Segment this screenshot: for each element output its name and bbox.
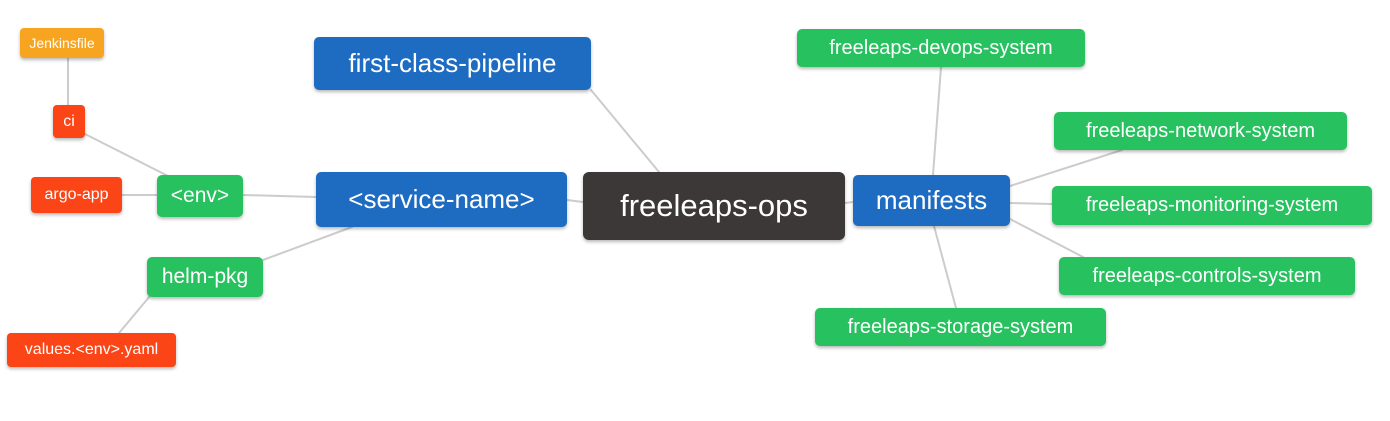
node-argo-app[interactable]: argo-app (31, 177, 122, 213)
node-network-system[interactable]: freeleaps-network-system (1054, 112, 1347, 150)
edge-manifests-controls (1009, 218, 1084, 258)
edge-manifests-storage (933, 225, 957, 309)
edge-helmpkg-servicename (262, 226, 353, 261)
node-devops-system[interactable]: freeleaps-devops-system (797, 29, 1085, 67)
edge-pipeline-root (590, 89, 660, 173)
edge-servicename-root (566, 199, 584, 203)
node-service-name[interactable]: <service-name> (316, 172, 567, 227)
node-ci[interactable]: ci (53, 105, 85, 138)
node-jenkinsfile[interactable]: Jenkinsfile (20, 28, 104, 58)
edge-manifests-devops (932, 66, 942, 176)
node-first-class-pipeline[interactable]: first-class-pipeline (314, 37, 591, 90)
edge-values-helmpkg (118, 295, 151, 334)
edge-ci-env (84, 133, 169, 177)
node-values-env-yaml[interactable]: values.<env>.yaml (7, 333, 176, 367)
edge-env-servicename (242, 194, 317, 198)
node-freeleaps-ops-root[interactable]: freeleaps-ops (583, 172, 845, 240)
node-monitoring-system[interactable]: freeleaps-monitoring-system (1052, 186, 1372, 225)
node-manifests[interactable]: manifests (853, 175, 1010, 226)
node-controls-system[interactable]: freeleaps-controls-system (1059, 257, 1355, 295)
node-helm-pkg[interactable]: helm-pkg (147, 257, 263, 297)
edge-manifests-monitoring (1009, 202, 1053, 205)
node-env[interactable]: <env> (157, 175, 243, 217)
edge-root-manifests (844, 201, 854, 204)
node-storage-system[interactable]: freeleaps-storage-system (815, 308, 1106, 346)
edge-manifests-network (1009, 149, 1123, 187)
